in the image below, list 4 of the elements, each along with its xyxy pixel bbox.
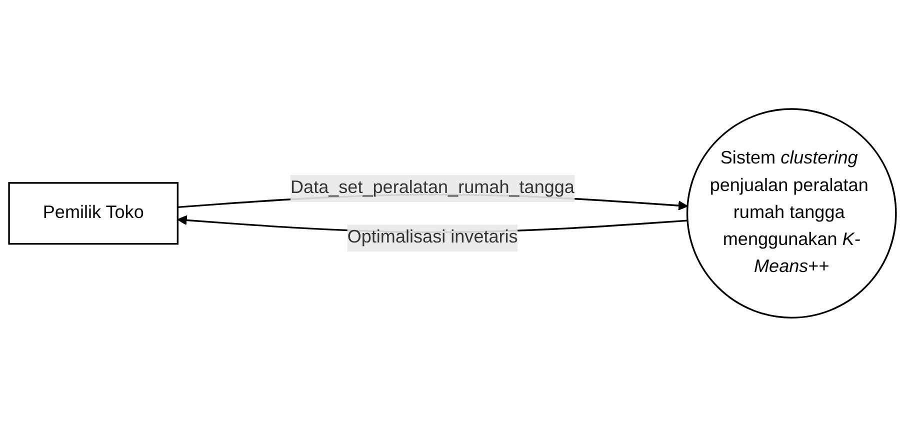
edge-label: Optimalisasi invetaris	[347, 228, 518, 247]
node-circle: Sistem clustering penjualan peralatan rumah tangga menggunakan K-Means++	[686, 108, 897, 318]
edge-label: Data_set_peralatan_rumah_tangga	[290, 178, 574, 198]
node-box: Pemilik Toko	[8, 182, 179, 244]
